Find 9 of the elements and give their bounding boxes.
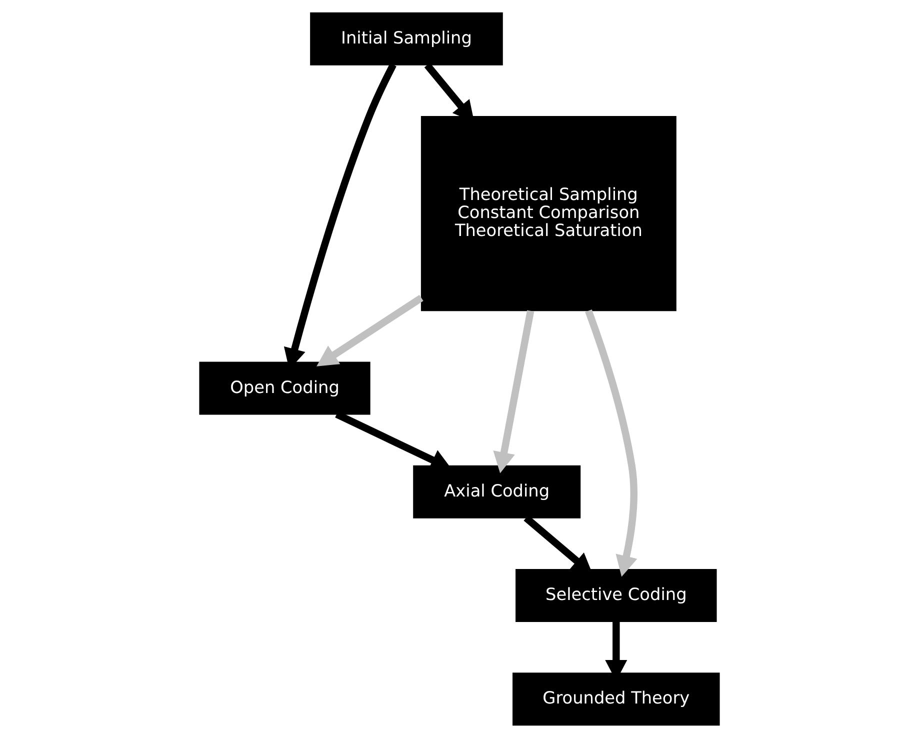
- node-box: Open Coding: [198, 362, 370, 415]
- arrow: [316, 294, 423, 366]
- arrow: [492, 310, 534, 474]
- node-box: Theoretical Sampling Constant Comparison Theoretical Saturation: [420, 116, 676, 312]
- node-box: Initial Sampling: [310, 12, 502, 66]
- node-box: Grounded Theory: [512, 672, 720, 726]
- node-box: Selective Coding: [515, 569, 716, 622]
- arrow: [584, 310, 637, 577]
- node-box: Axial Coding: [412, 465, 580, 518]
